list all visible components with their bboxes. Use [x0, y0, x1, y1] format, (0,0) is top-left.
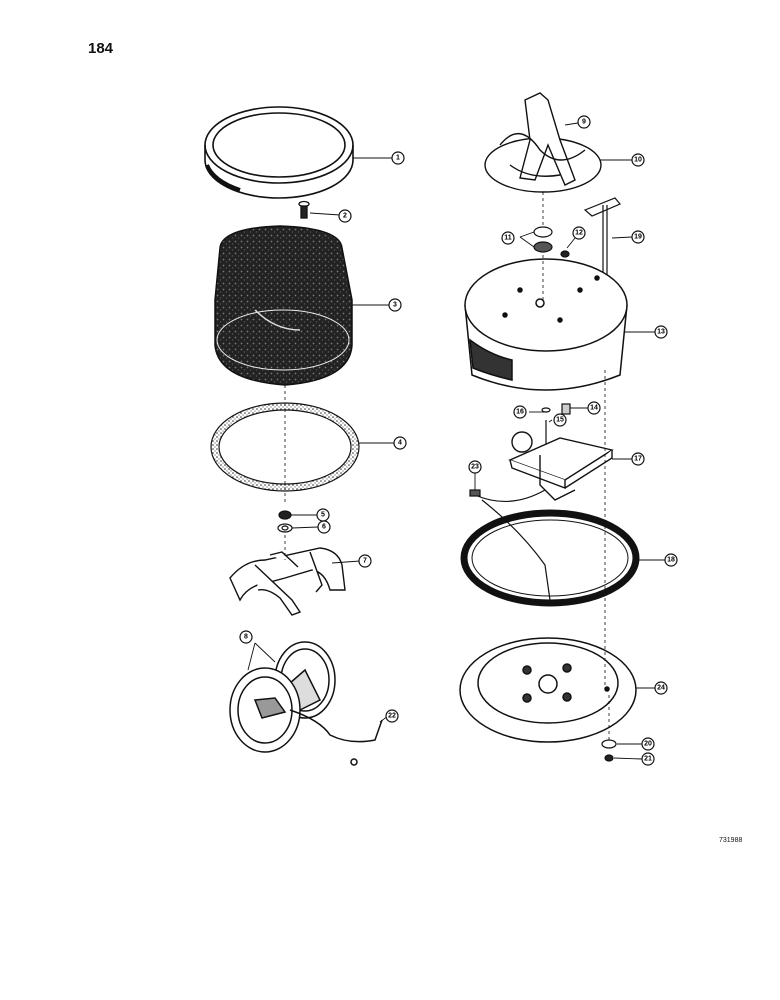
callout-circle [513, 405, 527, 419]
callout-circle [631, 452, 645, 466]
callout-c23: 23 [468, 460, 482, 474]
callout-circle [338, 209, 352, 223]
callout-circle [388, 298, 402, 312]
callout-circle [468, 460, 482, 474]
callout-circle [239, 630, 253, 644]
callout-number: 13 [657, 329, 665, 336]
leader-lines [247, 122, 665, 760]
part-seal-ring [460, 509, 640, 607]
part-base-plate [459, 637, 637, 743]
callout-number: 12 [575, 230, 583, 237]
callout-number: 3 [393, 302, 397, 309]
callout-number: 10 [634, 157, 642, 164]
callout-number: 23 [471, 464, 479, 471]
callout-c13: 13 [654, 325, 668, 339]
callout-number: 2 [343, 213, 347, 220]
callout-number: 8 [244, 634, 248, 641]
callout-circle [501, 231, 515, 245]
assembly-centerlines [284, 192, 610, 740]
part-clamp-ring [204, 106, 354, 199]
callout-number: 16 [516, 409, 524, 416]
part-switch-plate [508, 431, 614, 501]
callout-c1: 1 [391, 151, 405, 165]
part-screw [298, 200, 310, 219]
part-base-fasteners [601, 739, 617, 762]
callout-c11: 11 [501, 231, 515, 245]
callout-c12: 12 [572, 226, 586, 240]
callout-c17: 17 [631, 452, 645, 466]
callout-number: 4 [398, 440, 402, 447]
part-housing [464, 258, 628, 391]
callout-number: 6 [322, 524, 326, 531]
callout-number: 14 [590, 405, 598, 412]
part-lens-dome [214, 225, 353, 386]
callout-number: 18 [667, 557, 675, 564]
callout-number: 19 [634, 234, 642, 241]
callout-c22: 22 [385, 709, 399, 723]
part-reflector-base [484, 92, 602, 193]
callout-c21: 21 [641, 752, 655, 766]
part-bracket [229, 547, 346, 616]
callout-c19: 19 [631, 230, 645, 244]
callout-circle [587, 401, 601, 415]
callout-number: 9 [582, 119, 586, 126]
callout-c5: 5 [316, 508, 330, 522]
callout-circle [641, 737, 655, 751]
callout-circle [654, 325, 668, 339]
callout-c15: 15 [553, 413, 567, 427]
callout-c2: 2 [338, 209, 352, 223]
callout-number: 11 [504, 235, 512, 242]
callout-number: 22 [388, 713, 396, 720]
callout-circle [385, 709, 399, 723]
callout-number: 21 [644, 756, 652, 763]
callout-c7: 7 [358, 554, 372, 568]
callout-number: 5 [321, 512, 325, 519]
callout-number: 1 [396, 155, 400, 162]
part-nut-washer [277, 510, 293, 533]
callout-c18: 18 [664, 553, 678, 567]
callout-circle [654, 681, 668, 695]
callout-circle [631, 153, 645, 167]
callout-c10: 10 [631, 153, 645, 167]
callout-circle [358, 554, 372, 568]
callout-circle [631, 230, 645, 244]
callout-number: 7 [363, 558, 367, 565]
callout-c14: 14 [587, 401, 601, 415]
callout-c6: 6 [317, 520, 331, 534]
callout-c3: 3 [388, 298, 402, 312]
callout-circle [664, 553, 678, 567]
part-small-nut [560, 250, 570, 258]
callout-c20: 20 [641, 737, 655, 751]
callout-c16: 16 [513, 405, 527, 419]
callout-circle [641, 752, 655, 766]
callout-c9: 9 [577, 115, 591, 129]
callout-c8: 8 [239, 630, 253, 644]
callout-circle [391, 151, 405, 165]
part-nuts [533, 226, 553, 253]
callout-number: 24 [657, 685, 665, 692]
part-reflector-motor [229, 641, 383, 766]
callout-c24: 24 [654, 681, 668, 695]
callout-circle [553, 413, 567, 427]
page-number: 184 [88, 40, 114, 57]
callout-number: 20 [644, 741, 652, 748]
callout-c4: 4 [393, 436, 407, 450]
callout-circle [393, 436, 407, 450]
figure-id: 731988 [719, 837, 743, 844]
callout-number: 15 [556, 417, 564, 424]
callout-circle [572, 226, 586, 240]
callout-number: 17 [634, 456, 642, 463]
callout-circle [317, 520, 331, 534]
callout-circle [577, 115, 591, 129]
